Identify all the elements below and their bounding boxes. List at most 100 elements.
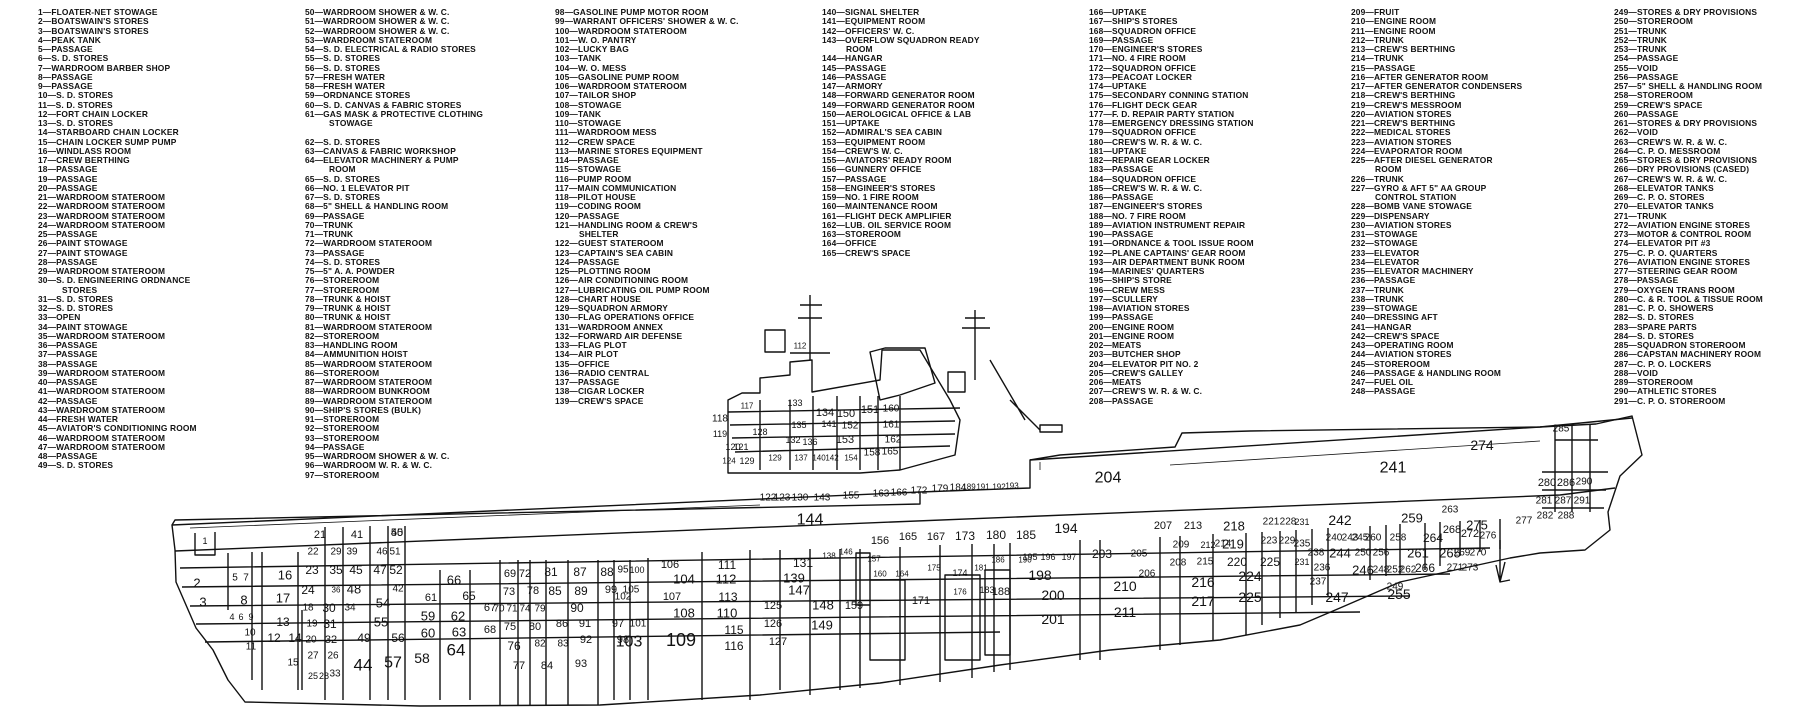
hangar-deck-line [174, 487, 1616, 552]
compartment-number: 33 [329, 669, 341, 680]
legend-entry: 81—WARDROOM STATEROOM [305, 321, 433, 332]
legend-entry: 90—SHIP'S STORES (BULK) [305, 404, 422, 415]
compartment-number: 21 [314, 529, 326, 541]
legend-entry: 10—S. D. STORES [38, 90, 114, 101]
compartment-number: 141 [821, 419, 836, 429]
compartment-number: 147 [788, 583, 810, 598]
legend-entry: 53—WARDROOM STATEROOM [305, 34, 433, 45]
legend-entry: 42—PASSAGE [38, 395, 98, 406]
legend-entry: 245—STOREROOM [1351, 358, 1431, 369]
legend-entry: 201—ENGINE ROOM [1089, 330, 1175, 341]
compartment-number: 241 [1380, 460, 1407, 477]
compartment-number: 209 [1173, 540, 1190, 551]
legend-entry: 206—MEATS [1089, 377, 1142, 387]
legend-entry: 209—FRUIT [1351, 7, 1400, 17]
legend-entry: STOWAGE [329, 118, 373, 128]
compartment-number: 92 [580, 634, 592, 646]
compartment-number: 14 [288, 631, 302, 645]
compartment-number: 95 [617, 565, 629, 576]
legend-entry: 14—STARBOARD CHAIN LOCKER [38, 127, 179, 138]
legend-entry: 215—PASSAGE [1351, 62, 1416, 73]
compartment-number: 259 [1401, 511, 1423, 526]
compartment-number: 163 [873, 489, 890, 500]
legend-entry: 34—PAINT STOWAGE [38, 321, 128, 332]
mast [790, 295, 1041, 431]
legend-entry: 266—DRY PROVISIONS (CASED) [1614, 164, 1750, 175]
legend-entry: 237—TRUNK [1351, 284, 1405, 295]
legend-entry: 135—OFFICE [555, 358, 610, 369]
compartment-number: 84 [541, 660, 553, 672]
legend-entry: 251—TRUNK [1614, 25, 1668, 36]
legend-entry: 31—S. D. STORES [38, 293, 114, 304]
compartment-number: 9 [248, 612, 253, 622]
compartment-number: 130 [792, 493, 809, 504]
compartment-number: 277 [1516, 516, 1533, 527]
compartment-number: 120 [725, 442, 740, 452]
compartment-number: 75 [504, 621, 516, 633]
compartment-number: 146 [839, 548, 853, 557]
compartment-number: 180 [986, 528, 1006, 542]
compartment-number: 45 [349, 563, 363, 577]
compartment-number: 82 [534, 639, 546, 650]
legend-entry: 139—CREW'S SPACE [555, 395, 644, 406]
legend-entry: 253—TRUNK [1614, 44, 1668, 54]
legend-entry: 260—PASSAGE [1614, 108, 1679, 119]
compartment-number: 46 [376, 547, 388, 558]
compartment-number: 164 [895, 570, 909, 579]
compartment-number: 101 [630, 619, 647, 630]
legend-entry: 29—WARDROOM STATEROOM [38, 266, 166, 276]
legend-entry: 187—ENGINEER'S STORES [1089, 201, 1203, 212]
legend-entry: 188—NO. 7 FIRE ROOM [1089, 210, 1186, 221]
legend-entry: 217—AFTER GENERATOR CONDENSERS [1351, 81, 1523, 91]
legend-entry: 145—PASSAGE [822, 62, 887, 73]
compartment-number: 111 [718, 558, 737, 572]
compartment-number: 250 [1355, 548, 1372, 559]
legend-entry: 129—SQUADRON ARMORY [555, 303, 668, 313]
legend-entry: 37—PASSAGE [38, 349, 98, 360]
legend-entry: 202—MEATS [1089, 340, 1142, 350]
legend-entry: 229—DISPENSARY [1351, 210, 1430, 221]
compartment-number: 225 [1260, 555, 1280, 569]
legend-entry: 162—LUB. OIL SERVICE ROOM [822, 219, 952, 230]
legend-entry: 40—PASSAGE [38, 377, 98, 387]
compartment-number: 65 [462, 589, 476, 603]
legend-entry: 107—TAILOR SHOP [555, 90, 637, 101]
legend-entry: 252—TRUNK [1614, 34, 1668, 45]
legend-entry: 110—STOWAGE [555, 118, 622, 128]
legend-entry: 263—CREW'S W. R. & W. C. [1614, 136, 1728, 147]
compartment-number: 211 [1114, 604, 1137, 620]
compartment-number: 162 [885, 435, 902, 446]
legend-entry: 140—SIGNAL SHELTER [822, 7, 920, 17]
legend-entry: 103—TANK [555, 53, 602, 64]
legend-entry: 75—5" A. A. POWDER [305, 266, 395, 276]
compartment-number: 225 [1238, 589, 1262, 605]
compartment-number: 17 [276, 591, 290, 606]
legend-entry: 236—PASSAGE [1351, 275, 1416, 286]
legend-entry: 137—PASSAGE [555, 377, 620, 387]
legend-entry: 73—PASSAGE [305, 247, 365, 258]
legend-entry: 194—MARINES' QUARTERS [1089, 266, 1205, 276]
compartment-number: 20 [305, 635, 317, 646]
legend-entry: 225—AFTER DIESEL GENERATOR [1351, 155, 1493, 165]
legend-entry: 116—PUMP ROOM [555, 173, 632, 184]
compartment-number: 122 [760, 493, 777, 504]
legend-entry: 186—PASSAGE [1089, 192, 1154, 202]
legend-entry: 124—PASSAGE [555, 256, 620, 267]
legend-entry: 38—PASSAGE [38, 358, 98, 369]
legend-entry: ROOM [846, 44, 873, 54]
compartment-number: 62 [451, 609, 465, 624]
legend-entry: 178—EMERGENCY DRESSING STATION [1089, 118, 1254, 128]
compartment-number: 265 [1439, 546, 1461, 561]
compartment-number: 78 [527, 585, 539, 597]
compartment-number: 2 [193, 576, 200, 591]
legend-entry: 27—PAINT STOWAGE [38, 247, 128, 258]
compartment-number: 67 [484, 602, 496, 614]
legend-entry: 9—PASSAGE [38, 81, 93, 91]
compartment-number: 236 [1314, 563, 1331, 574]
legend-entry: 210—ENGINE ROOM [1351, 16, 1437, 27]
compartment-number: 262 [1400, 565, 1417, 576]
compartment-number: 50 [391, 527, 403, 539]
legend-entry: 167—SHIP'S STORES [1089, 16, 1178, 27]
compartment-number: 219 [1222, 537, 1244, 552]
compartment-number: 121 [733, 442, 748, 452]
